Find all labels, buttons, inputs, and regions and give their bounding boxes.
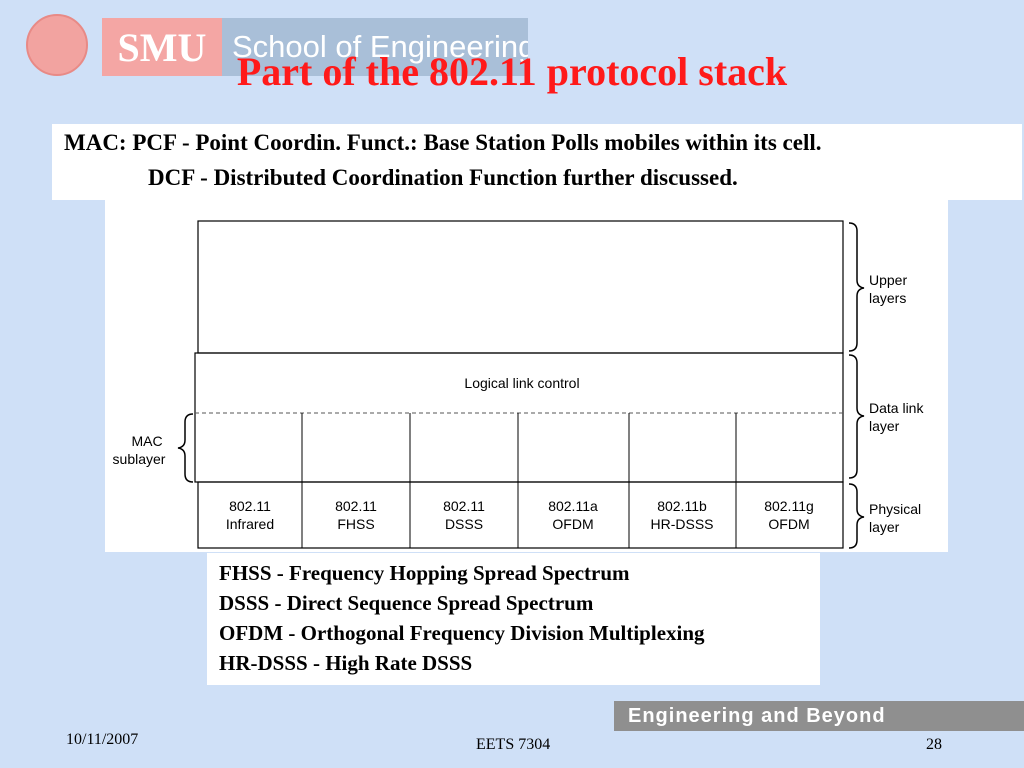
data-link-label: Data link (869, 400, 924, 416)
upper-layers-box (197, 220, 844, 354)
legend-item: OFDM - Orthogonal Frequency Division Mul… (219, 621, 705, 645)
phy-label: OFDM (768, 516, 809, 532)
data-link-brace (848, 354, 865, 479)
protocol-stack-diagram: Logical link control 802.11 Infrared 802… (105, 200, 948, 552)
legend-item: FHSS - Frequency Hopping Spread Spectrum (219, 561, 630, 585)
footer-date: 10/11/2007 (66, 731, 139, 748)
physical-layer-label: layer (869, 519, 900, 535)
data-link-label: layer (869, 418, 900, 434)
mac-note-line-2: DCF - Distributed Coordination Function … (148, 165, 738, 190)
phy-label: HR-DSSS (650, 516, 713, 532)
abbreviation-legend: FHSS - Frequency Hopping Spread Spectrum… (207, 553, 820, 685)
physical-layer-brace (848, 483, 865, 549)
upper-layers-brace (848, 222, 865, 352)
mac-sublayer-label: MAC (131, 433, 162, 449)
physical-row (197, 481, 844, 549)
phy-label: DSSS (445, 516, 483, 532)
legend-item: DSSS - Direct Sequence Spread Spectrum (219, 591, 594, 615)
school-of-engineering-logo: School of Engineering (222, 18, 528, 76)
phy-label: FHSS (337, 516, 374, 532)
phy-label: 802.11g (764, 498, 814, 514)
mac-note-line-1: MAC: PCF - Point Coordin. Funct.: Base S… (64, 130, 822, 155)
llc-label: Logical link control (464, 375, 579, 391)
phy-label: 802.11 (335, 498, 377, 514)
mac-sublayer-brace (177, 413, 194, 483)
upper-layers-label: layers (869, 290, 906, 306)
legend-item: HR-DSSS - High Rate DSSS (219, 651, 473, 675)
mac-sublayer-label: sublayer (113, 451, 166, 467)
phy-label: 802.11 (443, 498, 485, 514)
phy-label: 802.11b (657, 498, 707, 514)
footer-course: EETS 7304 (476, 736, 551, 753)
phy-label: 802.11 (229, 498, 271, 514)
mac-note-box: MAC: PCF - Point Coordin. Funct.: Base S… (52, 124, 1022, 200)
slide-title: Part of the 802.11 protocol stack (236, 49, 788, 94)
data-link-box (194, 352, 844, 483)
upper-layers-label: Upper (869, 272, 907, 288)
footer-page-number: 28 (926, 736, 942, 753)
phy-label: Infrared (226, 516, 274, 532)
phy-label: 802.11a (548, 498, 598, 514)
smu-logo-text: SMU (102, 18, 222, 76)
physical-layer-label: Physical (869, 501, 921, 517)
engineering-and-beyond-banner: Engineering and Beyond (614, 701, 1024, 731)
phy-label: OFDM (552, 516, 593, 532)
smu-seal-logo (26, 14, 88, 76)
